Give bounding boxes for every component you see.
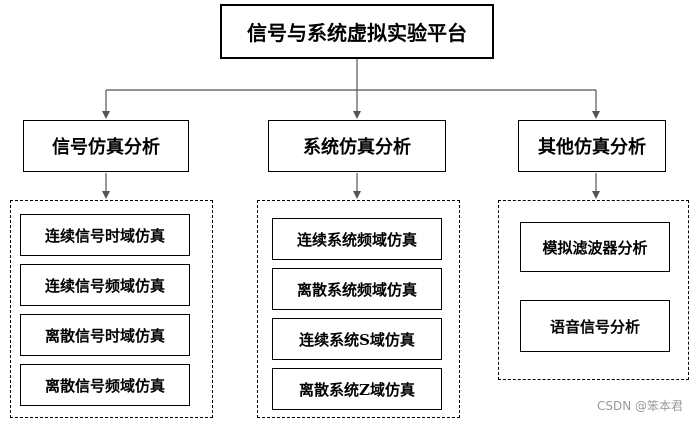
signal-item-3: 离散信号时域仿真 — [20, 314, 190, 356]
signal-group — [10, 200, 213, 418]
system-item-2: 离散系统频域仿真 — [272, 268, 442, 310]
watermark: CSDN @笨本君 — [596, 399, 683, 413]
root-node: 信号与系统虚拟实验平台 — [220, 4, 494, 59]
category-signal: 信号仿真分析 — [23, 120, 189, 172]
category-other: 其他仿真分析 — [518, 120, 666, 172]
signal-item-2: 连续信号频域仿真 — [20, 264, 190, 306]
other-item-1: 模拟滤波器分析 — [520, 222, 670, 272]
category-system: 系统仿真分析 — [268, 120, 446, 172]
system-item-4: 离散系统Z域仿真 — [272, 368, 442, 410]
system-item-1: 连续系统频域仿真 — [272, 218, 442, 260]
other-item-2: 语音信号分析 — [520, 300, 670, 352]
signal-item-4: 离散信号频域仿真 — [20, 364, 190, 406]
system-group — [257, 200, 460, 418]
signal-item-1: 连续信号时域仿真 — [20, 214, 190, 256]
other-group — [498, 200, 689, 380]
system-item-3: 连续系统S域仿真 — [272, 318, 442, 360]
